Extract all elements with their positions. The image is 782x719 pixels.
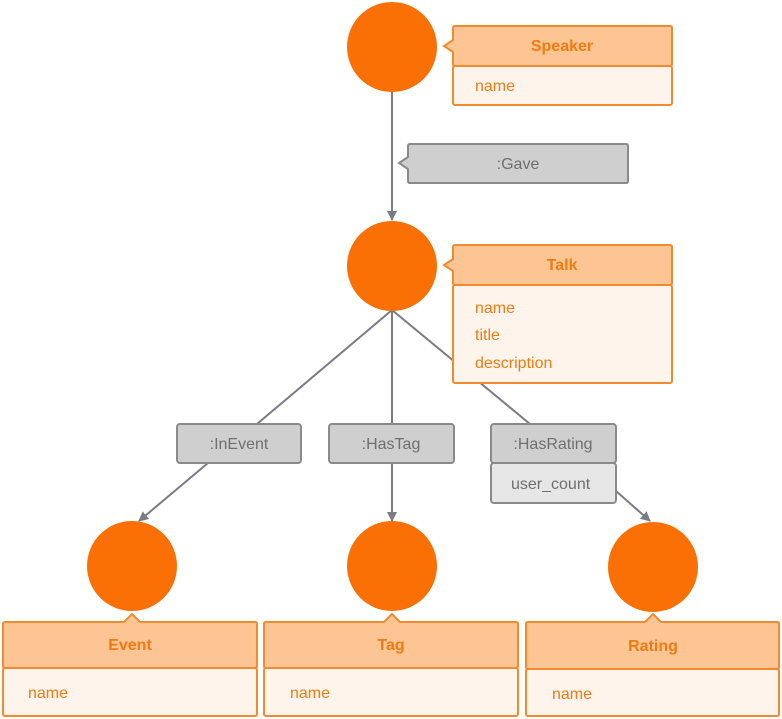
talk-prop-description: description xyxy=(475,355,552,372)
rating-node-circle[interactable] xyxy=(608,522,698,612)
event-prop-name: name xyxy=(28,685,68,702)
event-node-circle[interactable] xyxy=(87,521,177,611)
edge-line-in-event-upper xyxy=(256,309,393,425)
talk-node-properties xyxy=(452,284,673,384)
tag-node-title: Tag xyxy=(377,637,404,654)
speaker-node-title: Speaker xyxy=(531,38,593,55)
speaker-prop-name: name xyxy=(475,78,515,95)
tag-prop-name: name xyxy=(290,685,330,702)
talk-prop-title: title xyxy=(475,327,500,344)
speaker-node-circle[interactable] xyxy=(347,2,437,92)
tag-node-circle[interactable] xyxy=(347,521,437,611)
rating-node-title: Rating xyxy=(628,638,678,655)
event-node-title: Event xyxy=(108,637,152,654)
in-event-edge-label: :InEvent xyxy=(210,436,269,453)
has-rating-edge-properties xyxy=(490,462,617,504)
rating-node-properties xyxy=(525,668,780,717)
talk-node-title: Talk xyxy=(547,257,578,274)
has-rating-edge-label: :HasRating xyxy=(513,436,592,453)
has-tag-edge-label: :HasTag xyxy=(362,436,421,453)
rating-prop-name: name xyxy=(552,686,592,703)
has-tag-edge-label-box xyxy=(328,423,455,464)
gave-edge-label: :Gave xyxy=(497,156,540,173)
tag-node-properties xyxy=(263,667,519,717)
gave-edge-label-box xyxy=(397,143,629,184)
has-rating-prop-user-count: user_count xyxy=(511,476,591,493)
talk-prop-name: name xyxy=(475,300,515,317)
in-event-edge-label-box xyxy=(176,423,302,464)
talk-node-circle[interactable] xyxy=(347,221,437,311)
edge-line-in-event-lower xyxy=(138,462,209,522)
event-node-properties xyxy=(2,667,258,717)
edge-line-has-rating-lower xyxy=(615,490,651,522)
speaker-node-properties xyxy=(452,65,673,106)
